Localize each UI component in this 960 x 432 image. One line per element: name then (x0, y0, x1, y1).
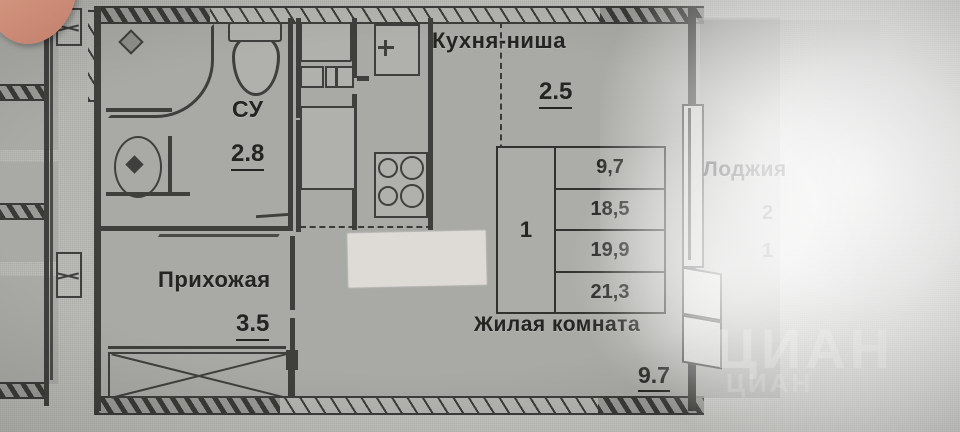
entrance-threshold (108, 346, 286, 349)
kitchen-wall-left-lower (296, 120, 301, 232)
room-area-kitchen: 2.5 (539, 78, 573, 109)
neighbour-wall-bottom (0, 382, 46, 399)
entrance-door-panel (108, 352, 290, 398)
loggia-shadow-diagonal (700, 20, 880, 180)
room-area-living-room: 9.7 (638, 362, 670, 392)
kitchen-wall-left-upper (296, 18, 301, 118)
exterior-wall-top (94, 6, 704, 24)
table-values-column: 9,7 18,5 19,9 21,3 (556, 148, 664, 312)
room-area-bathroom: 2.8 (231, 140, 265, 171)
kitchen-wall-cabinet (374, 24, 420, 76)
kitchen-partition-vertical (352, 18, 357, 78)
loggia-number-top: 2 (762, 202, 774, 224)
bathroom-wall-bottom (101, 226, 293, 231)
exterior-wall-left (94, 6, 101, 411)
hob-burner-bottom-right (400, 184, 424, 208)
loggia-number-bottom: 1 (762, 240, 774, 262)
room-label-hallway: Прихожая (158, 267, 271, 292)
neighbour-inner-wall (50, 30, 53, 380)
hob-burner-top-right (400, 156, 424, 180)
exterior-wall-bottom-left-solid (94, 396, 280, 415)
kitchen-counter-wall (357, 76, 369, 81)
hob-burner-top-left (378, 158, 398, 178)
room-label-bathroom: СУ (232, 96, 264, 122)
loggia-balustrade-lower (682, 314, 722, 370)
exterior-wall-top-left-solid (94, 6, 210, 24)
neighbour-wall-mid (0, 203, 46, 220)
room-label-kitchen: Кухня-ниша (432, 28, 567, 53)
neighbour-window-stub-mid (56, 252, 82, 298)
table-row: 21,3 (590, 280, 630, 303)
hallway-wall-right (290, 236, 295, 310)
scan-blank-patch (347, 230, 487, 288)
loggia-glazing-mullion (688, 108, 691, 260)
kitchen-living-divider-dashed (500, 22, 502, 222)
table-row: 9,7 (556, 148, 664, 190)
kitchen-wall-right-stub (428, 18, 433, 230)
toilet-cistern (228, 22, 282, 42)
kitchen-cabinet-fixture (300, 106, 356, 190)
loggia-balustrade-upper (682, 266, 722, 322)
kitchen-sink-drainer-left (300, 66, 324, 88)
hob-burner-bottom-left (378, 186, 398, 206)
room-area-hallway: 3.5 (236, 310, 270, 341)
table-unit-number: 1 (498, 148, 556, 312)
entrance-door-jamb (286, 350, 298, 370)
table-row: 19,9 (556, 231, 664, 273)
area-summary-table: 1 9,7 18,5 19,9 21,3 (496, 146, 666, 314)
bathtub-fixture (108, 24, 214, 118)
room-label-living-room: Жилая комната (474, 313, 641, 336)
living-room-divider-dashed (300, 226, 432, 228)
kitchen-wall-cabinet-handle-v (384, 40, 387, 56)
washbasin-fixture (114, 136, 162, 198)
bathroom-wall-right (288, 18, 293, 230)
washbasin-counter-edge (168, 136, 172, 194)
kitchen-sink-drainer-right (336, 66, 354, 88)
table-row: 18,5 (556, 190, 664, 231)
washbasin-counter (106, 192, 190, 196)
kitchen-sink-fixture (300, 22, 352, 62)
bathtub-edge-left (106, 108, 172, 112)
neighbour-wall-top (0, 84, 46, 101)
neighbour-vertical-wall (44, 6, 49, 406)
